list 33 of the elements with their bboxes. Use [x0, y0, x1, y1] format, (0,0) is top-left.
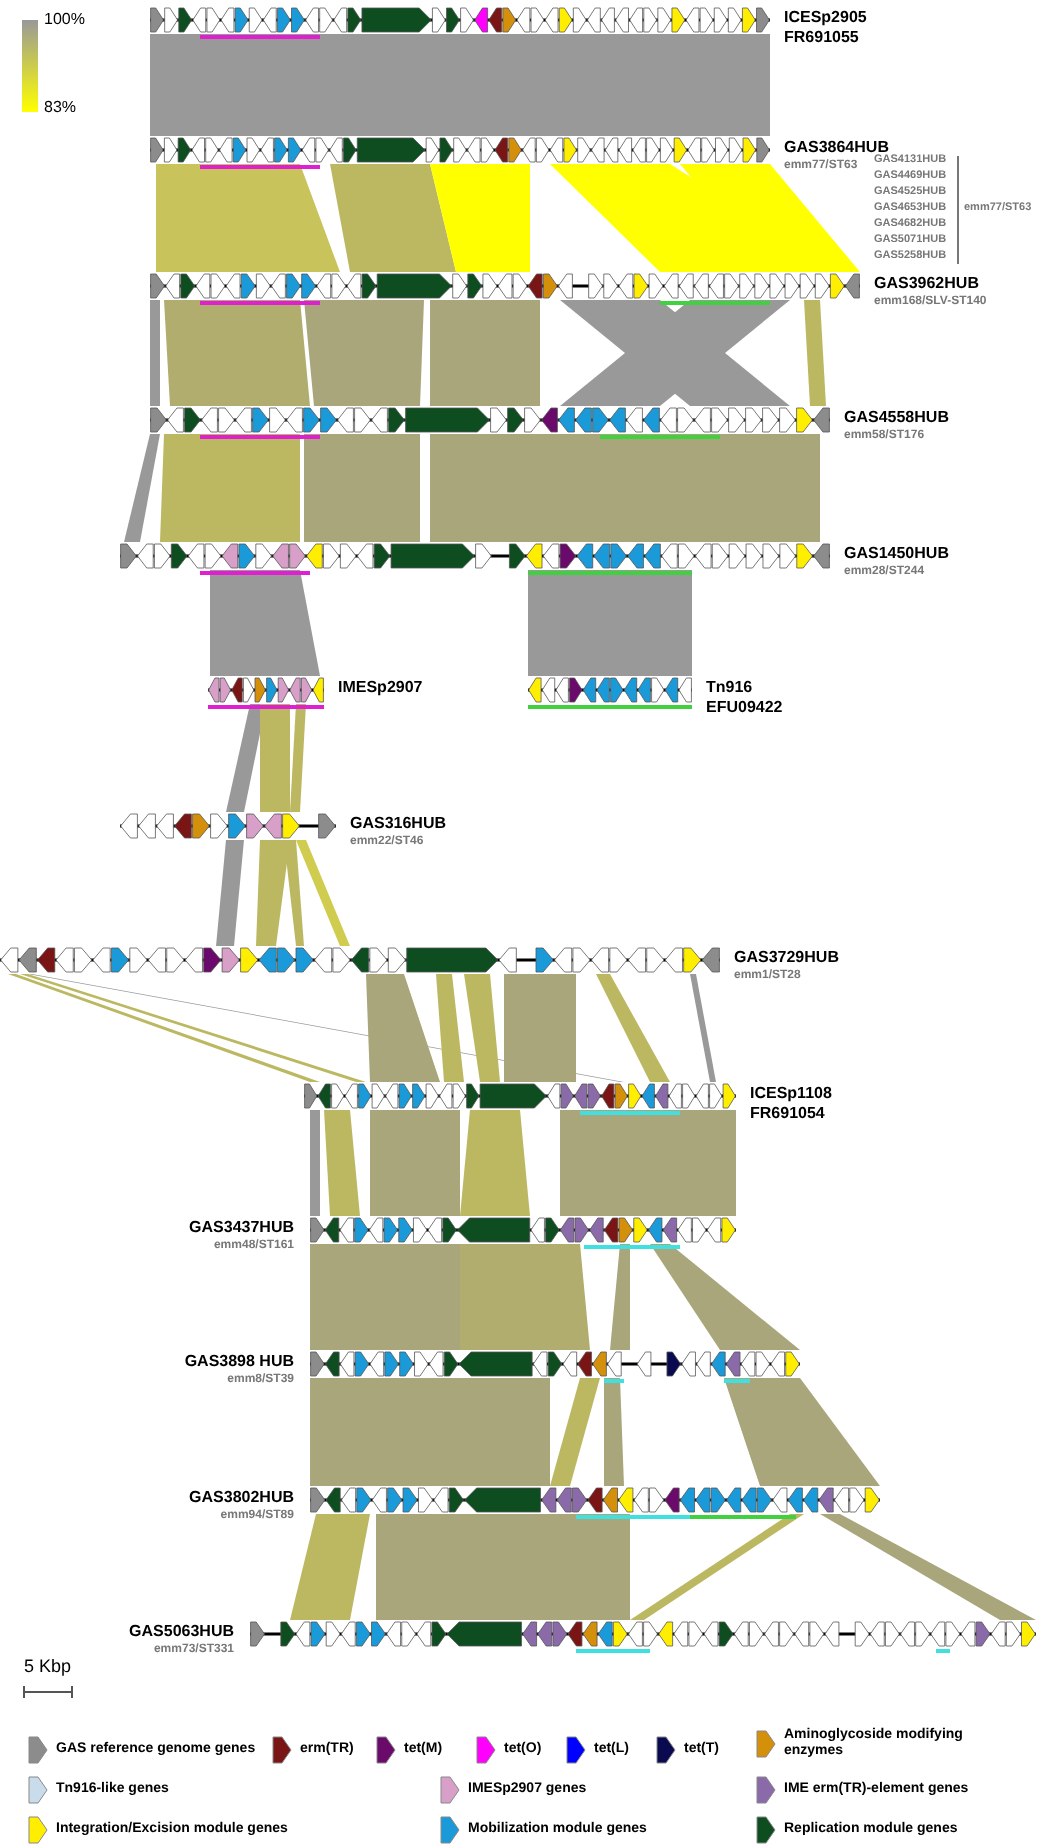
accession-label: FR691055	[784, 28, 859, 48]
percent-label: 83%	[44, 100, 77, 116]
element-name-label: GAS3802HUB	[189, 1488, 294, 1508]
gene-map-drawing	[304, 1082, 736, 1110]
element-name-label: IMESp2907	[338, 678, 423, 698]
element-name-label: GAS5063HUB	[129, 1622, 234, 1642]
accession-label: FR691054	[750, 1104, 825, 1124]
accession-label: EFU09422	[706, 698, 783, 718]
element-name-label: GAS3898 HUB	[184, 1352, 294, 1372]
element-name-label: GAS4558HUB	[844, 408, 949, 428]
element-name-label: ICESp2905	[784, 8, 867, 28]
gene-map-drawing	[528, 676, 692, 704]
gene-map-drawing	[150, 136, 770, 164]
gene-map-drawing	[120, 542, 830, 570]
gene-map-drawing	[208, 676, 324, 704]
gene-map-drawing	[0, 946, 720, 974]
element-name-label: Tn916	[706, 678, 753, 698]
gene-map-drawing	[150, 272, 860, 300]
gene-map-drawing	[310, 1350, 800, 1378]
gene-map-drawing	[150, 406, 830, 434]
element-name-label: GAS3437HUB	[189, 1218, 294, 1238]
element-name-label: GAS3729HUB	[734, 948, 839, 968]
element-name-label: GAS316HUB	[350, 814, 447, 834]
gene-map-drawing	[120, 812, 336, 840]
element-name-label: ICESp1108	[750, 1084, 832, 1104]
gene-map-drawing	[310, 1216, 736, 1244]
percent-label: 100%	[44, 12, 85, 28]
element-name-label: GAS3962HUB	[874, 274, 979, 294]
gene-map-drawing	[310, 1486, 880, 1514]
gene-map-drawing	[150, 6, 770, 34]
element-name-label: GAS1450HUB	[844, 544, 949, 564]
scale-label: 5 Kbp	[24, 1658, 72, 1676]
gene-map-drawing	[250, 1620, 1036, 1648]
